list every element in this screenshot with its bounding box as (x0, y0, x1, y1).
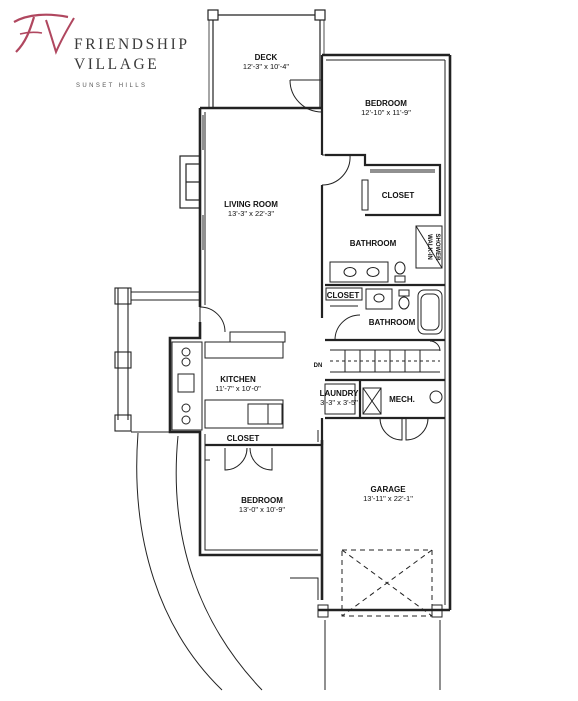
closet-bed2-doors (205, 430, 319, 471)
dims-bedroom-main: 12'-10" x 11'-9" (361, 108, 411, 117)
label-closet-hall: CLOSET (327, 291, 360, 300)
kitchen-cabinets (171, 331, 286, 431)
label-walkin-2: SHOWER (434, 234, 440, 262)
dims-bedroom2: 13'-0" x 10'-9" (239, 505, 285, 514)
label-bedroom-main: BEDROOM (365, 99, 407, 108)
deck (207, 9, 326, 108)
walkway (136, 432, 441, 691)
label-closet-main: CLOSET (382, 191, 415, 200)
brand-name-line1: FRIENDSHIP (74, 36, 190, 53)
dims-kitchen: 11'-7" x 10'-0" (215, 384, 261, 393)
deck-door (289, 79, 323, 113)
label-bedroom2: BEDROOM (241, 496, 283, 505)
label-garage: GARAGE (370, 485, 406, 494)
bathroom1-fixtures (329, 225, 443, 283)
label-bathroom2: BATHROOM (369, 318, 416, 327)
label-living-room: LIVING ROOM (224, 200, 278, 209)
exterior-walls (168, 53, 452, 612)
brand-name-line2: VILLAGE (74, 56, 160, 73)
label-deck: DECK (255, 53, 278, 62)
fireplace (179, 155, 201, 209)
fv-monogram (13, 13, 75, 55)
label-down: DN (314, 363, 323, 369)
hall-closet (325, 287, 363, 307)
garage-door (317, 549, 443, 618)
dims-living-room: 13'-3" x 22'-3" (228, 209, 274, 218)
bathroom2-fixtures (365, 288, 443, 335)
bedroom-door (321, 154, 351, 186)
bathroom2-door (334, 314, 361, 341)
brand-tagline: SUNSET HILLS (76, 83, 148, 89)
dims-laundry: 3'-3" x 3'-5" (320, 398, 358, 407)
dims-garage: 13'-11" x 22'-1" (363, 494, 413, 503)
label-bathroom1: BATHROOM (350, 239, 397, 248)
label-laundry: LAUNDRY (320, 389, 359, 398)
porch (114, 287, 200, 433)
exterior-wall-shadow (204, 59, 446, 605)
label-kitchen: KITCHEN (220, 375, 256, 384)
label-closet-bed2: CLOSET (227, 434, 260, 443)
dims-deck: 12'-3" x 10'-4" (243, 62, 289, 71)
closet-main (361, 169, 435, 211)
stairs (330, 340, 441, 373)
kitchen-door (199, 306, 226, 333)
laundry-mech (324, 383, 443, 441)
label-mech: MECH. (389, 395, 415, 404)
label-walkin-1: WALK-IN (426, 234, 432, 260)
